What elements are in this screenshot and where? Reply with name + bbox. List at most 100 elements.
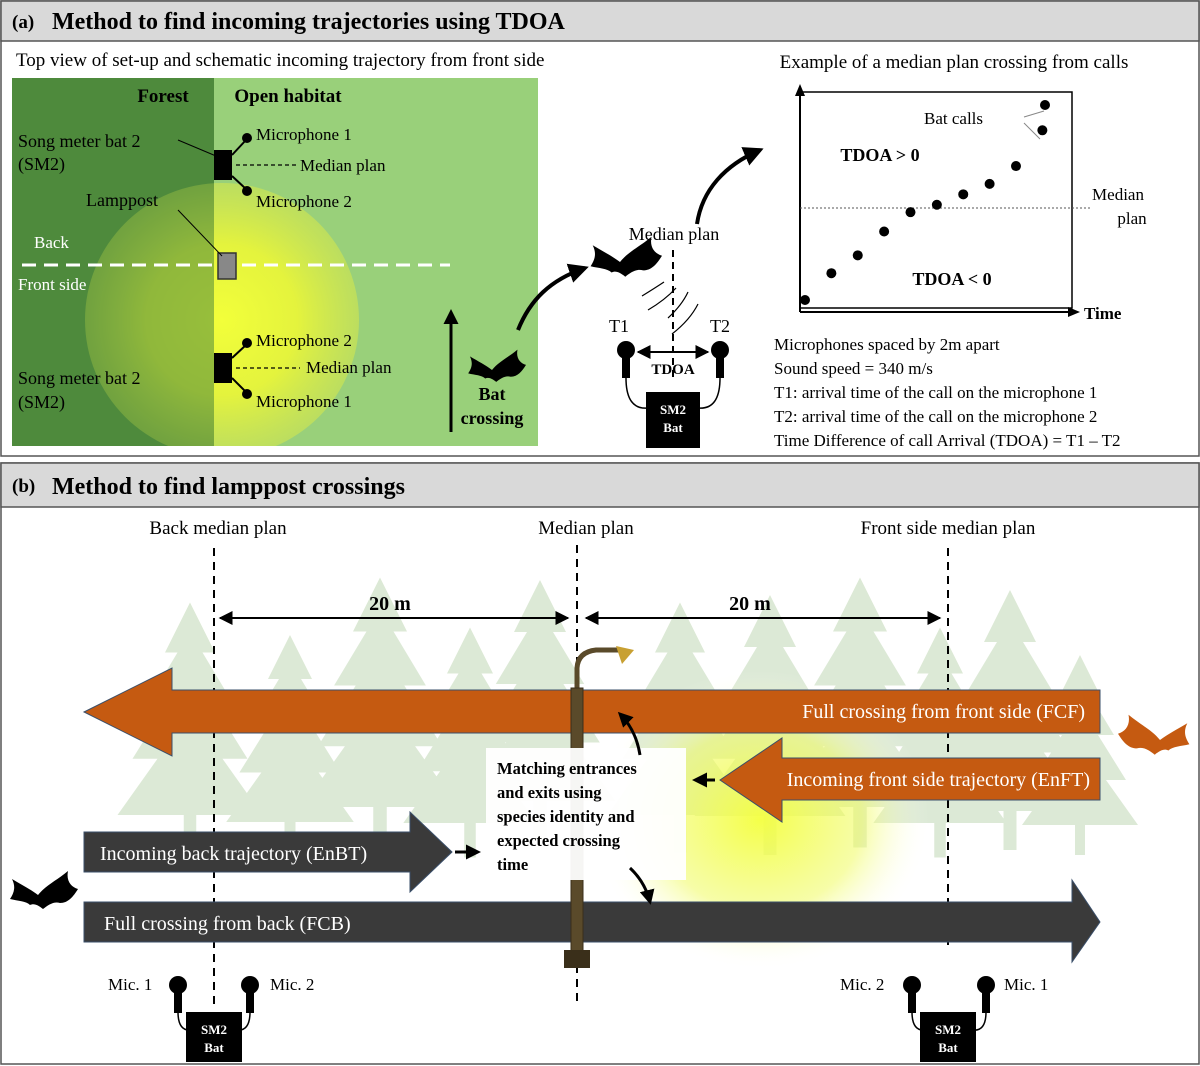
- note-3: T1: arrival time of the call on the micr…: [774, 383, 1097, 402]
- front-side-label: Front side: [18, 275, 86, 294]
- example-title: Example of a median plan crossing from c…: [780, 52, 1129, 73]
- lamppost-marker: [217, 252, 237, 280]
- tdoa-positive-label: TDOA > 0: [840, 145, 919, 165]
- bat-call-point-3: [852, 250, 863, 261]
- back-median-plan-label: Back median plan: [149, 518, 287, 539]
- sm2-left-label-1: SM2: [201, 1022, 227, 1037]
- top-mic-2-label: Microphone 2: [256, 192, 352, 211]
- matching-line-5: time: [497, 855, 528, 874]
- panel-b-header: [0, 462, 1200, 508]
- enbt-arrow: [83, 810, 453, 894]
- top-median-plan-label: Median plan: [300, 156, 386, 175]
- panel-a-subtitle: Top view of set-up and schematic incomin…: [16, 50, 544, 71]
- matching-box: [486, 748, 686, 880]
- open-habitat-label: Open habitat: [234, 86, 342, 107]
- note-2: Sound speed = 340 m/s: [774, 359, 933, 378]
- sm2-device-label-1: SM2: [660, 402, 686, 417]
- tdoa-example-plot: Example of a median plan crossing from c…: [780, 52, 1148, 323]
- fcb-arrow: [83, 878, 1101, 964]
- fcf-arrow: [82, 667, 1101, 757]
- tdoa-label: TDOA: [651, 362, 695, 378]
- panel-b-label: (b): [12, 476, 35, 497]
- mic-2-left-label: Mic. 2: [270, 975, 314, 994]
- mic-2-right-label: Mic. 2: [840, 975, 884, 994]
- flow-arrow-1: [516, 263, 589, 331]
- median-label-1: Median: [1092, 185, 1144, 204]
- panel-a-title: Method to find incoming trajectories usi…: [52, 9, 566, 35]
- matching-line-3: species identity and: [497, 807, 635, 826]
- sm2-bottom-label-2: (SM2): [18, 392, 65, 413]
- top-mic-1-label: Microphone 1: [256, 125, 352, 144]
- note-1: Microphones spaced by 2m apart: [774, 335, 1000, 354]
- matching-line-4: expected crossing: [497, 831, 621, 850]
- matching-line-2: and exits using: [497, 783, 602, 802]
- lamp-glow: [590, 670, 930, 970]
- bat-call-point-5: [905, 207, 916, 218]
- panel-b-title: Method to find lamppost crossings: [52, 474, 405, 500]
- distance-right-label: 20 m: [729, 593, 771, 615]
- bat-call-point-4: [879, 226, 890, 237]
- tdoa-schematic: Median plan T1 T2 TDOA SM2 Bat: [590, 224, 730, 448]
- distance-left-label: 20 m: [369, 593, 411, 615]
- bottom-mic-1-label: Microphone 1: [256, 392, 352, 411]
- fcb-label: Full crossing from back (FCB): [104, 913, 351, 935]
- back-label: Back: [34, 233, 69, 252]
- bat-call-point-1: [800, 295, 810, 305]
- orange-bat-icon: [1118, 714, 1190, 755]
- sm2-right-label-1: SM2: [935, 1022, 961, 1037]
- setup-map: Forest Open habitat Back Front side Lamp…: [12, 78, 538, 446]
- t2-label: T2: [710, 316, 730, 336]
- panel-b: (b) Method to find lamppost crossings Ba…: [0, 462, 1200, 1065]
- flow-arrow-2: [695, 147, 764, 225]
- lamppost-label: Lamppost: [86, 190, 158, 210]
- sm2-right: SM2 Bat Mic. 2 Mic. 1: [840, 975, 1048, 1062]
- sm2-bottom-box: [214, 353, 232, 383]
- forest-label: Forest: [137, 86, 189, 107]
- bat-call-point-7: [958, 189, 969, 200]
- middle-median-plan-label: Median plan: [629, 224, 719, 244]
- bat-calls-label: Bat calls: [924, 109, 983, 128]
- sm2-left-label-2: Bat: [204, 1040, 224, 1055]
- sm2-top-box: [214, 150, 232, 180]
- bat-crossing-label-2: crossing: [461, 408, 524, 428]
- enft-label: Incoming front side trajectory (EnFT): [787, 769, 1090, 791]
- note-5: Time Difference of call Arrival (TDOA) =…: [774, 431, 1121, 450]
- bat-call-point-2: [826, 268, 837, 279]
- median-label-2: plan: [1117, 209, 1147, 228]
- sm2-left: SM2 Bat Mic. 1 Mic. 2: [108, 975, 314, 1062]
- bat-call-point-8: [984, 178, 995, 189]
- bat-call-point-11: [1040, 100, 1050, 110]
- bottom-mic-2-label: Microphone 2: [256, 331, 352, 350]
- note-4: T2: arrival time of the call on the micr…: [774, 407, 1097, 426]
- panel-a-notes: Microphones spaced by 2m apart Sound spe…: [774, 335, 1121, 450]
- matching-line-1: Matching entrances: [497, 759, 637, 778]
- panel-a-header: [0, 0, 1200, 42]
- panel-a-label: (a): [12, 12, 34, 33]
- sm2-top-label-2: (SM2): [18, 154, 65, 175]
- enft-arrow: [719, 737, 1101, 823]
- mic-1-left-label: Mic. 1: [108, 975, 152, 994]
- sm2-device-label-2: Bat: [663, 420, 683, 435]
- sm2-device-box: [646, 392, 700, 448]
- bat-call-point-10: [1037, 125, 1048, 136]
- bat-call-point-6: [931, 199, 942, 210]
- sm2-right-label-2: Bat: [938, 1040, 958, 1055]
- median-plan-label: Median plan: [538, 518, 634, 539]
- bat-call-point-9: [1010, 161, 1021, 172]
- sm2-bottom-label-1: Song meter bat 2: [18, 368, 140, 388]
- mic-1-right-label: Mic. 1: [1004, 975, 1048, 994]
- match-arrow-down: [628, 866, 655, 905]
- time-axis-label: Time: [1084, 304, 1122, 323]
- front-median-plan-label: Front side median plan: [861, 518, 1036, 539]
- enbt-label: Incoming back trajectory (EnBT): [100, 843, 367, 865]
- tdoa-negative-label: TDOA < 0: [912, 269, 991, 289]
- t1-label: T1: [609, 316, 629, 336]
- fcf-label: Full crossing from front side (FCF): [802, 701, 1085, 723]
- bat-crossing-label-1: Bat: [479, 384, 506, 404]
- sm2-top-label-1: Song meter bat 2: [18, 131, 140, 151]
- bat-call-points: [800, 100, 1050, 305]
- match-arrow-up: [617, 711, 642, 756]
- panel-a: (a) Method to find incoming trajectories…: [0, 0, 1200, 457]
- bottom-median-plan-label: Median plan: [306, 358, 392, 377]
